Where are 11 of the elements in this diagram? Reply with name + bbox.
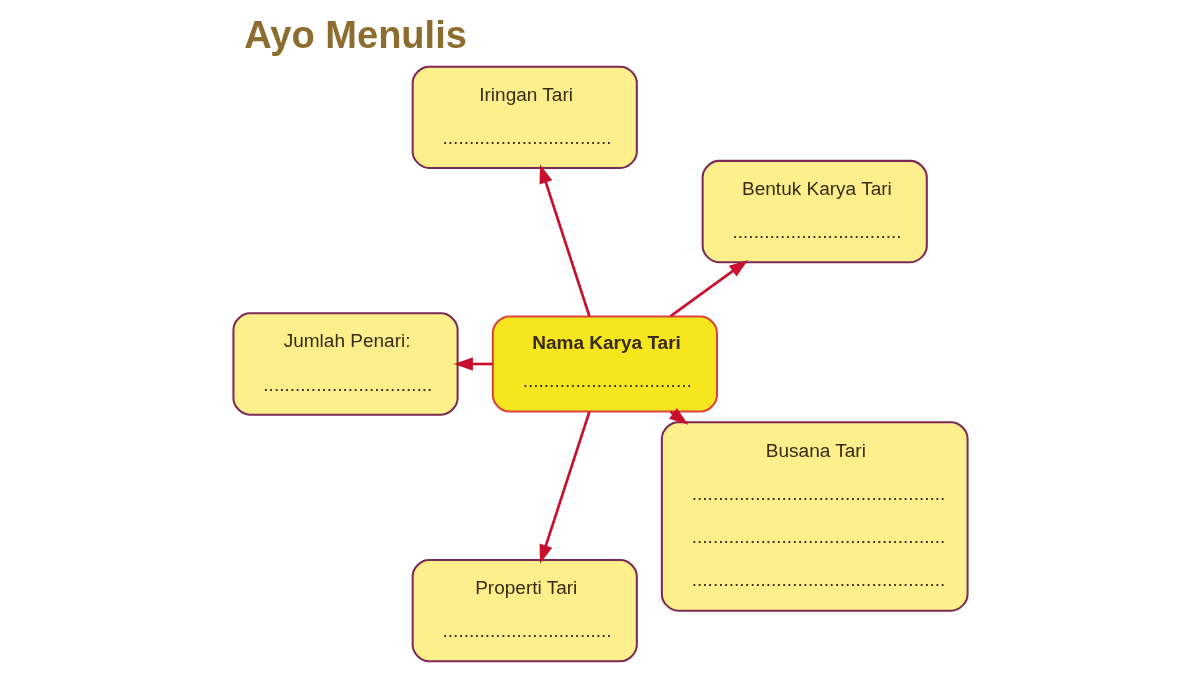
node-box: Iringan Tari ................................: [411, 65, 638, 169]
node-box: Nama Karya Tari ................................: [491, 315, 718, 413]
arrow: [539, 411, 591, 564]
node-box: Properti Tari ................................: [411, 558, 638, 663]
arrow: [539, 164, 591, 317]
node-box: Bentuk Karya Tari ................................: [701, 159, 928, 264]
diagram-title: Ayo Menulis: [243, 14, 467, 57]
node-box: Jumlah Penari: ................................: [231, 312, 459, 416]
arrow: [669, 259, 748, 318]
node-box: Busana Tari ................................................ ................................................ ................................................: [660, 421, 969, 612]
arrow: [453, 357, 493, 371]
